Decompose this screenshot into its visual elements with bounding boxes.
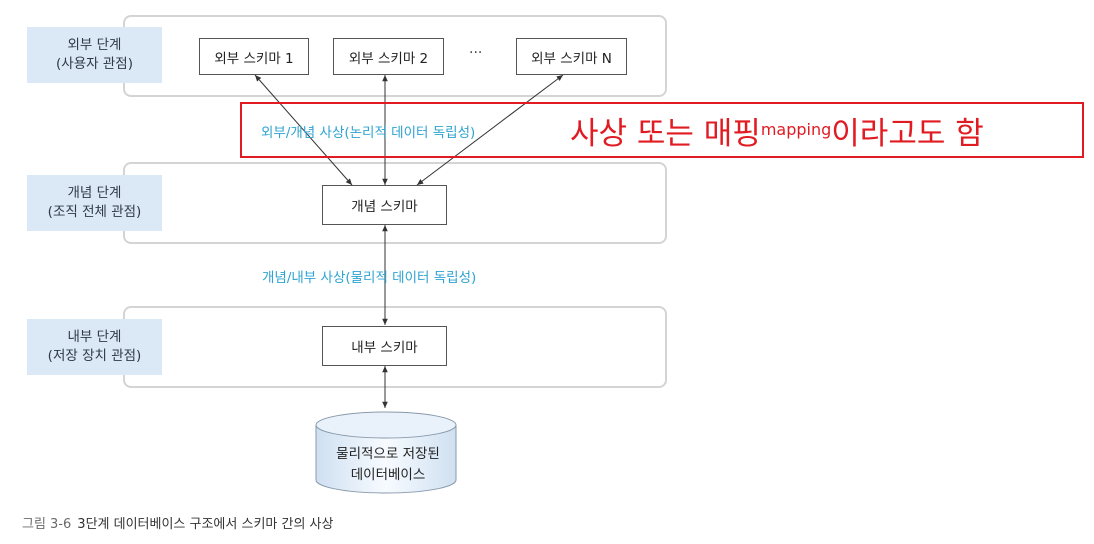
conceptual-level-title: 개념 단계 [67,185,122,201]
mapping-callout-text: 사상 또는 매핑mapping이라고도 함 [570,110,984,154]
conceptual-level-view: (조직 전체 관점) [47,204,142,220]
database-label-line2: 데이터베이스 [350,467,426,483]
internal-level-title: 내부 단계 [67,329,122,345]
external-schema-1: 외부 스키마 1 [199,38,309,75]
external-level-title: 외부 단계 [67,37,122,53]
internal-schema: 내부 스키마 [322,326,447,366]
arrow-ext1-conceptual [254,74,353,186]
conceptual-internal-mapping-label: 개념/내부 사상(물리적 데이터 독립성) [262,270,477,286]
figure-caption-text: 3단계 데이터베이스 구조에서 스키마 간의 사상 [77,517,334,532]
callout-sup: mapping [760,120,832,139]
mapping-callout-box [240,102,1084,158]
external-level-label: 외부 단계 (사용자 관점) [27,27,162,83]
ellipsis: ··· [469,45,483,61]
arrow-extN-conceptual [416,74,564,186]
external-conceptual-mapping-label: 외부/개념 사상(논리적 데이터 독립성) [261,125,476,141]
external-level-view: (사용자 관점) [56,56,133,72]
external-schema-n: 외부 스키마 N [516,38,627,75]
database-label: 물리적으로 저장된 데이터베이스 [318,444,458,486]
callout-prefix: 사상 또는 매핑 [570,116,761,152]
conceptual-schema: 개념 스키마 [322,185,447,225]
database-label-line1: 물리적으로 저장된 [336,446,440,462]
callout-suffix: 이라고도 함 [831,116,984,152]
conceptual-level-label: 개념 단계 (조직 전체 관점) [27,175,162,231]
internal-level-view: (저장 장치 관점) [47,348,142,364]
figure-number: 그림 3-6 [22,517,72,532]
internal-level-label: 내부 단계 (저장 장치 관점) [27,319,162,375]
figure-caption: 그림 3-6 3단계 데이터베이스 구조에서 스키마 간의 사상 [22,513,333,532]
database-cylinder-icon [315,411,457,494]
external-schema-2: 외부 스키마 2 [333,38,444,75]
